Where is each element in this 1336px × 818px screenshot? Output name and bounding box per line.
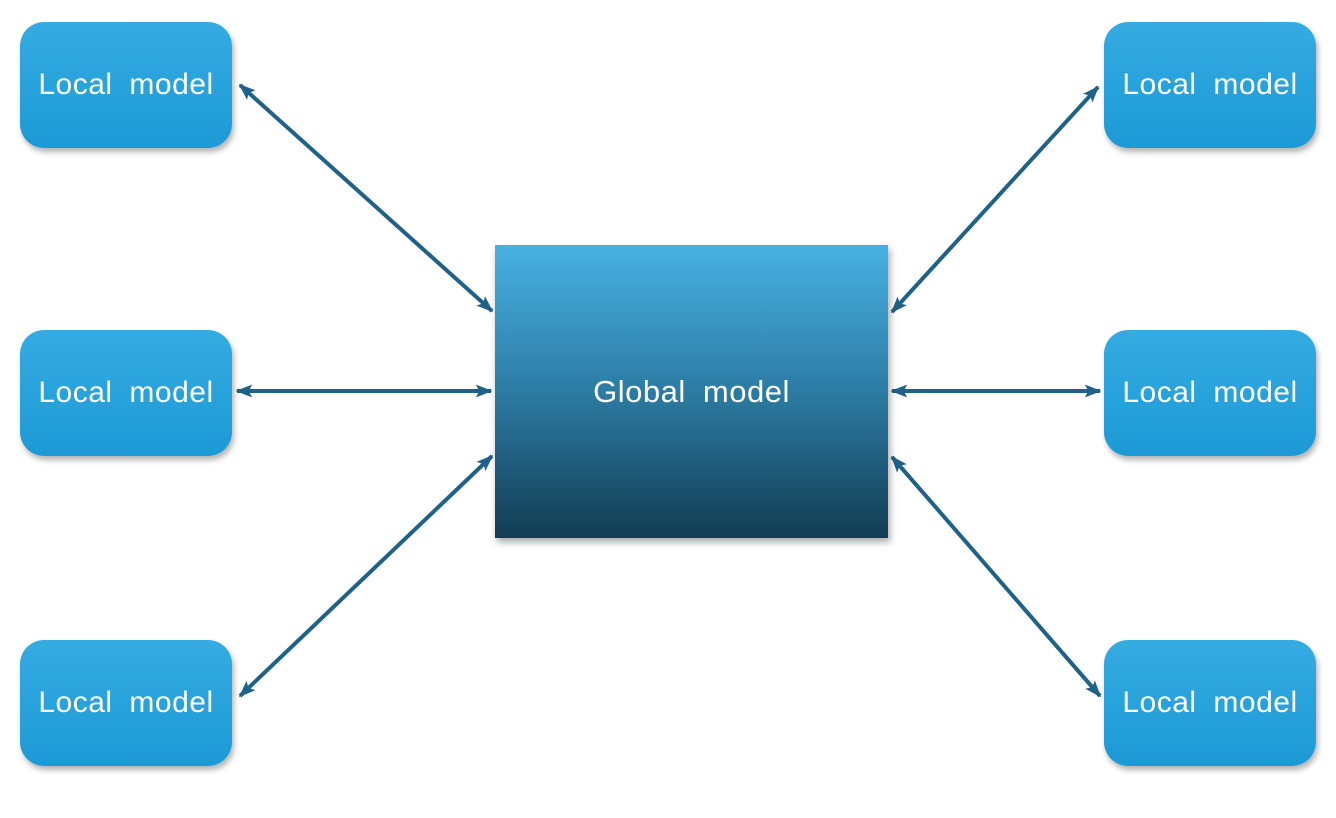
local-model-box-top-left: Local model xyxy=(20,22,232,148)
local-model-label: Local model xyxy=(1122,686,1298,719)
local-model-box-bottom-right: Local model xyxy=(1104,640,1316,766)
local-model-label: Local model xyxy=(1122,376,1298,409)
local-model-box-top-right: Local model xyxy=(1104,22,1316,148)
arrow-global-to-top-right xyxy=(890,85,1100,314)
local-model-label: Local model xyxy=(38,686,214,719)
global-model-label: Global model xyxy=(593,373,790,409)
arrow-top-left-to-global xyxy=(238,83,494,313)
local-model-label: Local model xyxy=(38,68,214,101)
arrow-bottom-left-to-global xyxy=(238,454,494,698)
local-model-box-bottom-left: Local model xyxy=(20,640,232,766)
arrow-global-to-bottom-right xyxy=(890,455,1102,698)
local-model-label: Local model xyxy=(38,376,214,409)
local-model-box-middle-left: Local model xyxy=(20,330,232,456)
local-model-label: Local model xyxy=(1122,68,1298,101)
global-model-box: Global model xyxy=(495,245,888,538)
local-model-box-middle-right: Local model xyxy=(1104,330,1316,456)
